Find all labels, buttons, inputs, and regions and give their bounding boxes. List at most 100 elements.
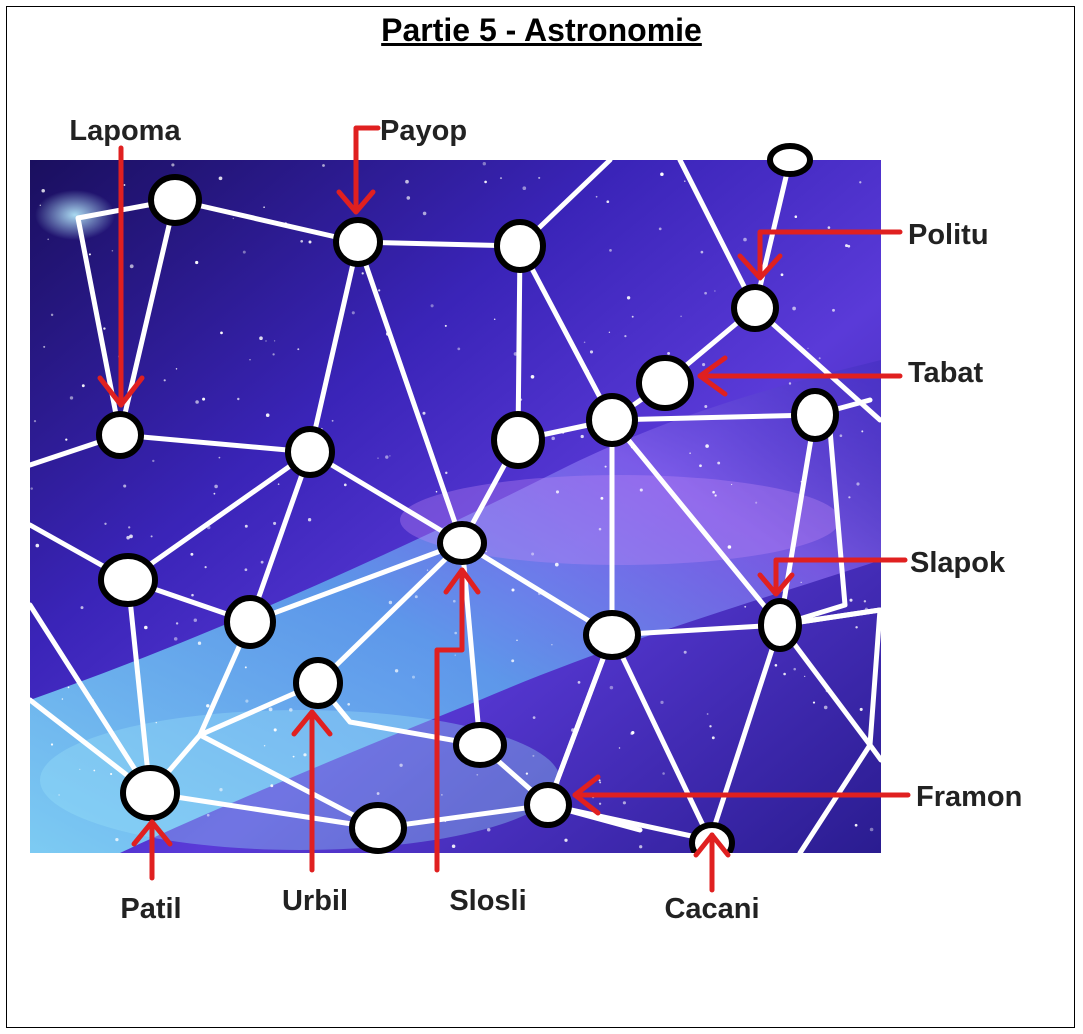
background-star-speck [600, 496, 604, 500]
background-star-speck [426, 569, 429, 571]
arrows [97, 125, 911, 893]
background-star-speck [484, 180, 487, 184]
background-star-speck [265, 413, 270, 417]
background-star-speck [624, 335, 627, 338]
background-star-speck [406, 196, 411, 200]
arrow-urbil [291, 709, 333, 873]
background-star-speck [376, 792, 380, 795]
background-star-speck [204, 566, 207, 569]
background-star-speck [232, 217, 234, 220]
background-star-speck [289, 708, 293, 712]
star-top-center [494, 219, 546, 273]
background-star-speck [486, 828, 491, 832]
background-star-speck [322, 164, 325, 167]
background-star-speck [530, 374, 535, 379]
background-star-speck [303, 753, 307, 757]
background-star-speck [195, 260, 199, 265]
star-center-left [285, 426, 335, 478]
background-star-speck [41, 189, 45, 193]
background-star-speck [847, 244, 851, 248]
background-star-speck [604, 465, 607, 468]
background-star-speck [43, 345, 46, 348]
background-star-speck [273, 728, 277, 732]
background-star-speck [680, 315, 682, 318]
background-star-speck [190, 552, 194, 556]
background-star-speck [202, 397, 206, 401]
background-star-speck [845, 244, 848, 248]
star-tabat [636, 355, 694, 411]
star-mid-right [586, 393, 638, 447]
star-bottom-center [349, 802, 407, 854]
background-star-speck [129, 534, 133, 539]
background-star-speck [129, 264, 134, 269]
background-star-speck [297, 348, 300, 351]
background-star-speck [268, 707, 273, 712]
background-star-speck [444, 324, 447, 327]
background-star-speck [727, 545, 732, 549]
background-star-speck [331, 419, 334, 422]
background-star-speck [689, 452, 691, 454]
background-star-speck [662, 772, 665, 775]
background-star-speck [412, 675, 415, 679]
arrow-cacani [693, 832, 731, 893]
background-star-speck [730, 483, 733, 486]
background-star-speck [173, 637, 178, 641]
background-star-speck [80, 606, 84, 610]
background-star-speck [277, 483, 280, 485]
background-star-speck [454, 654, 456, 656]
background-star-speck [206, 704, 210, 708]
background-star-speck [531, 552, 535, 556]
background-star-speck [361, 272, 364, 275]
background-star-speck [260, 560, 264, 564]
background-star-speck [859, 707, 863, 711]
background-star-speck [197, 641, 202, 645]
label-tabat: Tabat [908, 357, 984, 389]
background-star-speck [606, 200, 610, 204]
background-star-speck [525, 772, 529, 775]
star-lapoma [96, 411, 144, 459]
star-framon [524, 782, 572, 828]
background-star-speck [699, 464, 702, 468]
background-star-speck [577, 681, 581, 684]
background-star-speck [511, 588, 515, 592]
background-star-speck [35, 543, 40, 548]
background-star-speck [39, 204, 42, 207]
background-star-speck [832, 308, 835, 312]
background-star-speck [50, 743, 54, 746]
background-star-speck [598, 802, 602, 805]
background-star-speck [300, 239, 304, 243]
background-star-speck [700, 250, 704, 254]
background-star-speck [150, 535, 153, 538]
background-star-speck [244, 568, 248, 572]
background-star-speck [245, 699, 249, 703]
background-star-speck [30, 487, 33, 490]
background-star-speck [175, 622, 179, 625]
background-star-speck [214, 484, 218, 489]
background-star-speck [218, 176, 223, 181]
background-star-speck [564, 838, 568, 842]
background-star-speck [220, 331, 223, 335]
background-star-speck [793, 667, 796, 671]
background-star-speck [522, 186, 527, 191]
background-star-speck [193, 618, 198, 622]
background-star-speck [206, 813, 210, 817]
background-star-speck [171, 163, 175, 167]
background-star-speck [800, 581, 802, 584]
background-star-speck [551, 644, 553, 646]
background-star-speck [452, 599, 456, 603]
background-star-speck [804, 675, 806, 678]
background-star-speck [812, 701, 816, 704]
background-star-speck [263, 206, 265, 208]
background-star-speck [93, 769, 96, 772]
label-slosli: Slosli [449, 885, 526, 917]
background-star-speck [195, 400, 199, 404]
arrow-slapok [757, 557, 908, 597]
arrow-lapoma [97, 145, 145, 408]
arrow-tabat [697, 355, 903, 397]
background-star-speck [485, 550, 488, 553]
background-star-speck [61, 698, 64, 700]
background-star-speck [823, 705, 828, 710]
background-star-speck [554, 562, 559, 567]
background-star-speck [259, 336, 263, 341]
